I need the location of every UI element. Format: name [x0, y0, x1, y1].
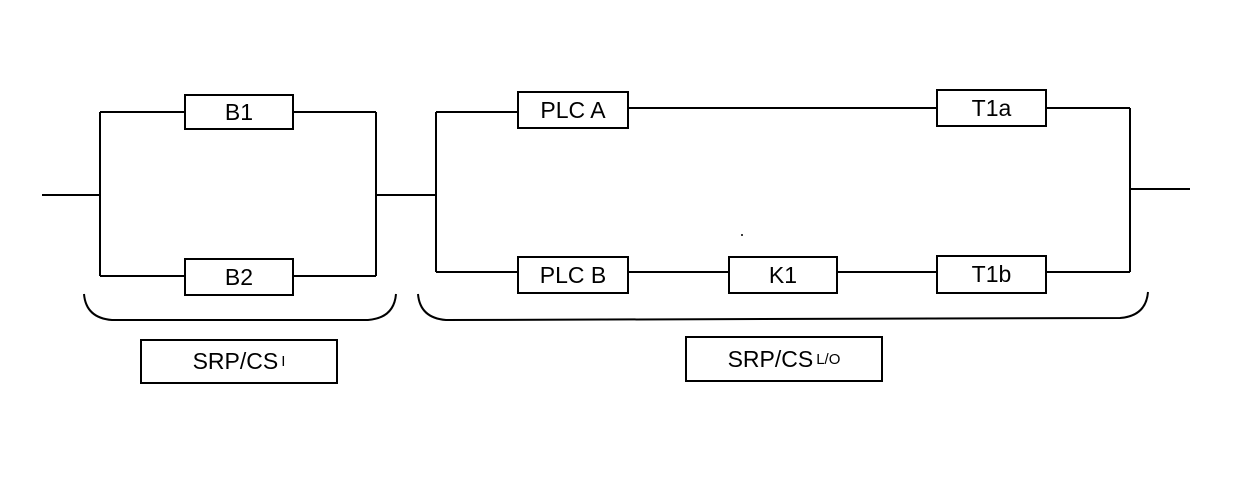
block-b1-label: B1 [224, 98, 254, 125]
block-k1-label: K1 [768, 261, 798, 288]
speck-dot [741, 234, 743, 236]
block-t1b-label: T1b [971, 261, 1012, 287]
input-group-label-main: SRP/CS [192, 348, 279, 374]
block-plc-a-label: PLC A [540, 96, 606, 123]
block-t1b: T1b [936, 255, 1047, 294]
logic-output-group-brace [417, 291, 1149, 322]
input-group-label-sub: I [281, 353, 286, 370]
block-b2: B2 [184, 258, 294, 296]
block-k1: K1 [728, 256, 838, 294]
logic-output-group-label-main: SRP/CS [727, 345, 814, 372]
input-group-brace [83, 293, 397, 321]
block-b1: B1 [184, 94, 294, 130]
block-plc-a: PLC A [517, 91, 629, 129]
block-t1a: T1a [936, 89, 1047, 127]
logic-output-group-label-sub: L/O [816, 350, 841, 368]
block-b2-label: B2 [224, 263, 254, 290]
block-plc-b-label: PLC B [539, 261, 607, 288]
block-plc-b: PLC B [517, 256, 629, 294]
block-t1a-label: T1a [971, 94, 1012, 121]
